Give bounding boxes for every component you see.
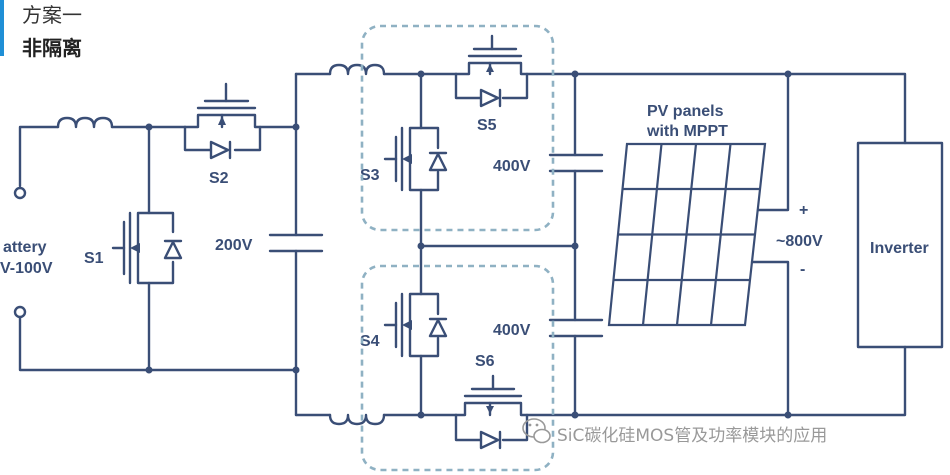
pv-panel: [607, 72, 790, 417]
battery-label-line1: attery: [3, 239, 47, 256]
highlight-box-bottom: [360, 264, 555, 472]
mosfet-s3: [383, 72, 448, 248]
battery-terminals: [13, 125, 298, 372]
minus-label: -: [800, 261, 805, 278]
page-title: 方案一: [22, 3, 82, 27]
watermark-text: SiC碳化硅MOS管及功率模块的应用: [557, 426, 827, 446]
s5-label: S5: [477, 117, 497, 134]
inverter-label: Inverter: [870, 240, 929, 257]
highlight-box-top: [360, 24, 555, 232]
pv-label-line2: with MPPT: [646, 123, 728, 140]
page-subtitle: 非隔离: [22, 36, 82, 60]
capacitor-400v-bottom: [548, 318, 604, 338]
v200-label: 200V: [215, 237, 253, 254]
mosfet-s4: [383, 244, 448, 417]
mosfet-s6: [454, 374, 577, 450]
mosfet-s2: [183, 82, 298, 160]
mosfet-s1: [111, 125, 183, 372]
plus-label: +: [799, 202, 808, 219]
inverter-box: [856, 141, 944, 349]
v800-label: ~800V: [776, 233, 823, 250]
mosfet-s5: [454, 34, 577, 108]
inductor-l2: [294, 63, 458, 76]
inductor-l1: [56, 116, 187, 129]
wechat-icon: [522, 418, 551, 444]
v400-bottom-label: 400V: [493, 322, 531, 339]
s3-label: S3: [360, 167, 380, 184]
header-accent-bar: [0, 0, 4, 56]
v400-top-label: 400V: [493, 158, 531, 175]
s4-label: S4: [360, 333, 380, 350]
s6-label: S6: [475, 353, 495, 370]
pv-label-line1: PV panels: [647, 103, 724, 120]
s2-label: S2: [209, 170, 229, 187]
s1-label: S1: [84, 250, 104, 267]
capacitor-200v: [268, 233, 324, 253]
inductor-l3: [294, 413, 458, 426]
capacitor-400v-top: [548, 153, 604, 173]
battery-label-line2: V-100V: [0, 260, 53, 277]
